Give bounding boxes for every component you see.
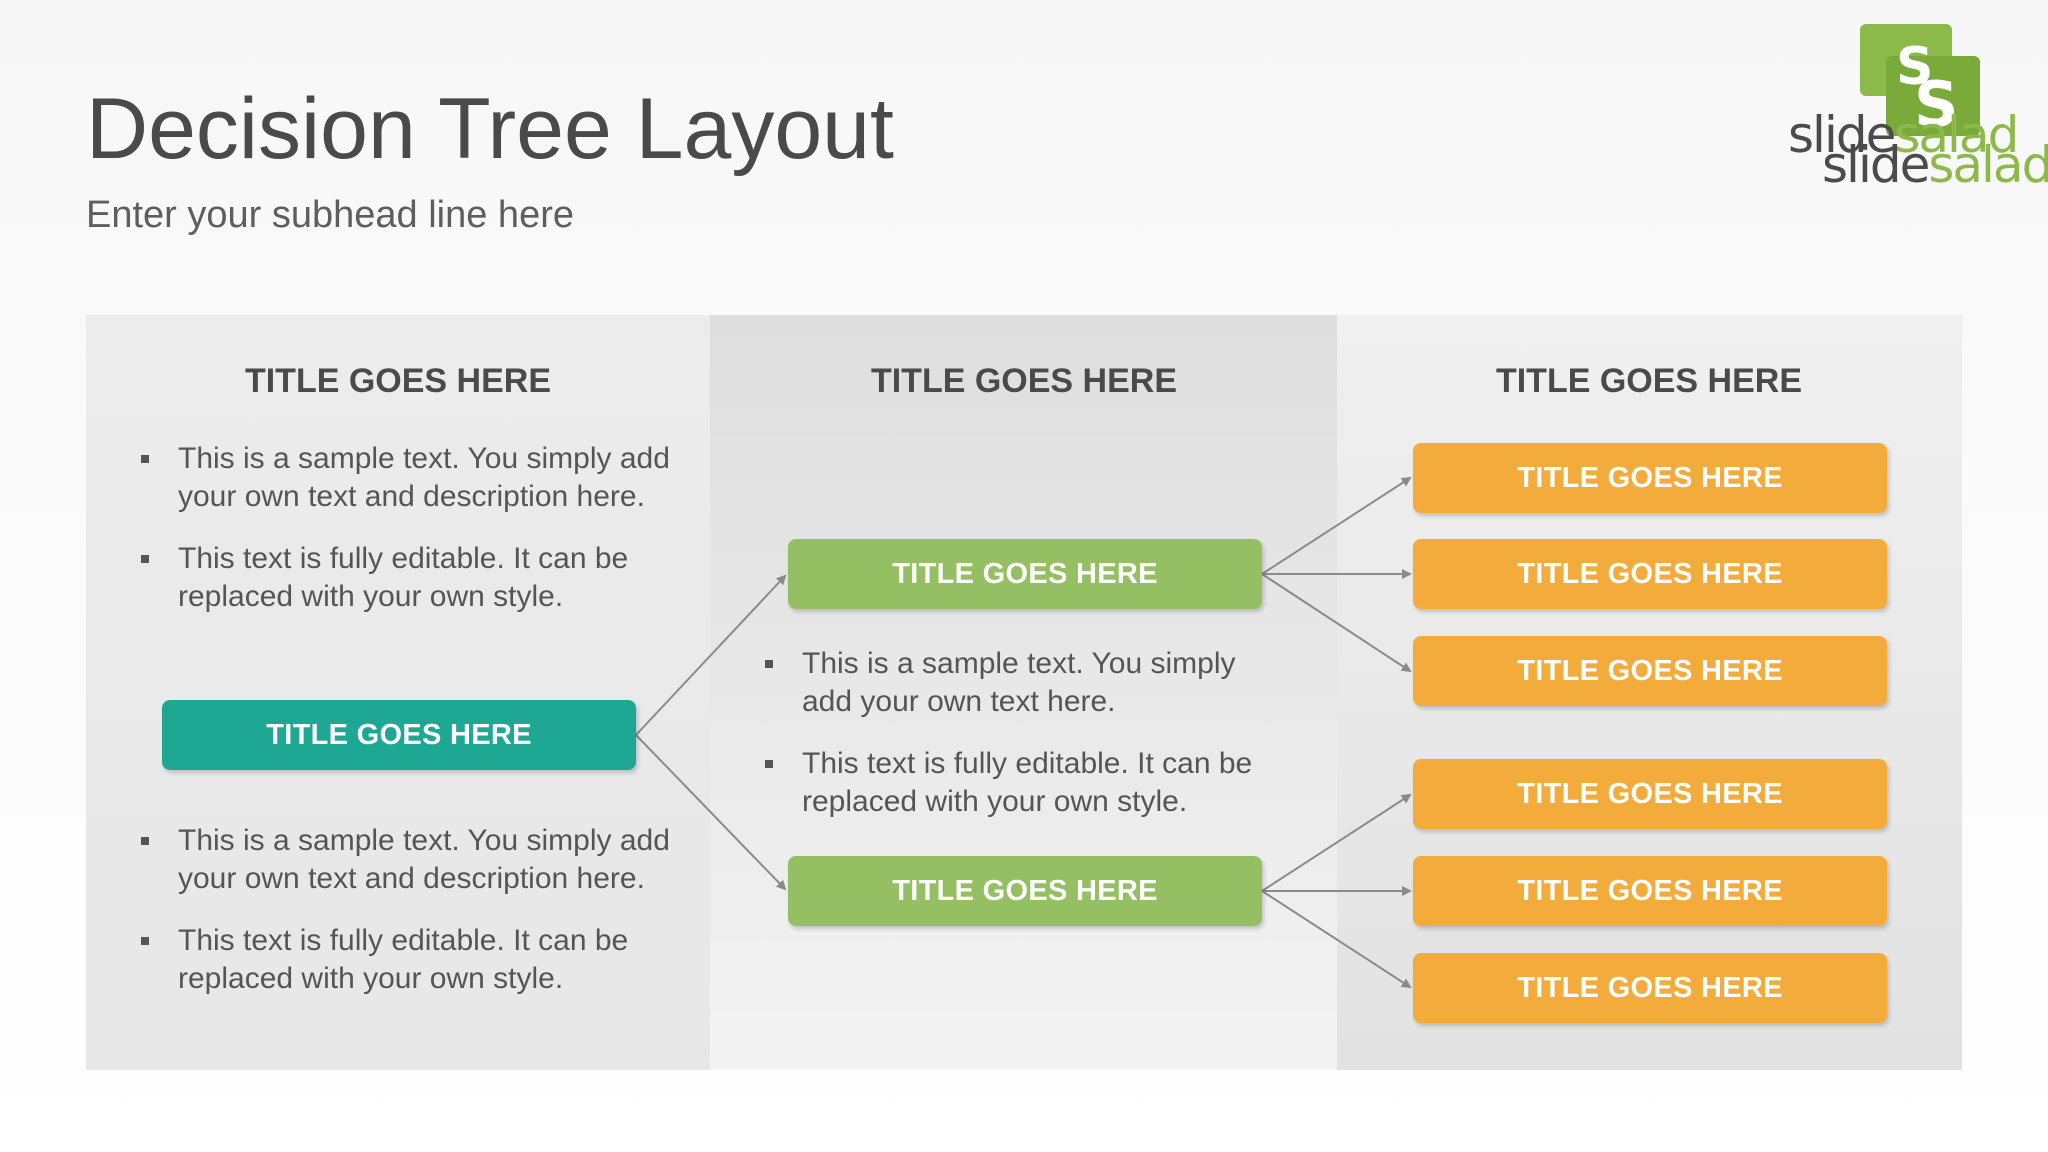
logo-cube-icon: S S xyxy=(1860,24,1980,141)
leaf-box-5[interactable]: TITLE GOES HERE xyxy=(1413,856,1887,926)
logo-wordmark-back: slidesalad xyxy=(1788,110,2019,160)
logo-letter-back: S xyxy=(1896,37,1933,97)
slide-title: Decision Tree Layout xyxy=(86,81,894,177)
logo-word-salad: salad xyxy=(1894,106,2019,164)
root-decision-box[interactable]: TITLE GOES HERE xyxy=(162,700,636,770)
logo-letter-front: S xyxy=(1914,68,1959,141)
middle-panel xyxy=(710,315,1337,1070)
logo-wordmark-front: slidesalad xyxy=(1822,140,2048,190)
logo-word-slide: slide xyxy=(1822,136,1930,192)
left-bullets-top: This is a sample text. You simply add yo… xyxy=(138,440,678,640)
leaf-box-3[interactable]: TITLE GOES HERE xyxy=(1413,636,1887,706)
left-panel xyxy=(86,315,710,1070)
right-column-title: TITLE GOES HERE xyxy=(1495,362,1803,400)
slidesalad-logo: S S slidesalad slidesalad xyxy=(1786,22,2048,192)
list-item: This is a sample text. You simply add yo… xyxy=(762,645,1282,721)
middle-column-title: TITLE GOES HERE xyxy=(870,362,1178,400)
logo-word-slide: slide xyxy=(1788,106,1896,164)
leaf-box-2[interactable]: TITLE GOES HERE xyxy=(1413,539,1887,609)
branch-box-2[interactable]: TITLE GOES HERE xyxy=(788,856,1262,926)
leaf-box-6[interactable]: TITLE GOES HERE xyxy=(1413,953,1887,1023)
list-item: This text is fully editable. It can be r… xyxy=(762,745,1282,821)
logo-word-salad: salad xyxy=(1928,136,2048,192)
list-item: This text is fully editable. It can be r… xyxy=(138,540,678,616)
left-bullets-bottom: This is a sample text. You simply add yo… xyxy=(138,822,678,1022)
list-item: This is a sample text. You simply add yo… xyxy=(138,822,678,898)
middle-bullets: This is a sample text. You simply add yo… xyxy=(762,645,1282,845)
list-item: This is a sample text. You simply add yo… xyxy=(138,440,678,516)
leaf-box-4[interactable]: TITLE GOES HERE xyxy=(1413,759,1887,829)
branch-box-1[interactable]: TITLE GOES HERE xyxy=(788,539,1262,609)
left-column-title: TITLE GOES HERE xyxy=(244,362,552,400)
slide-subhead: Enter your subhead line here xyxy=(86,194,574,236)
list-item: This text is fully editable. It can be r… xyxy=(138,922,678,998)
leaf-box-1[interactable]: TITLE GOES HERE xyxy=(1413,443,1887,513)
